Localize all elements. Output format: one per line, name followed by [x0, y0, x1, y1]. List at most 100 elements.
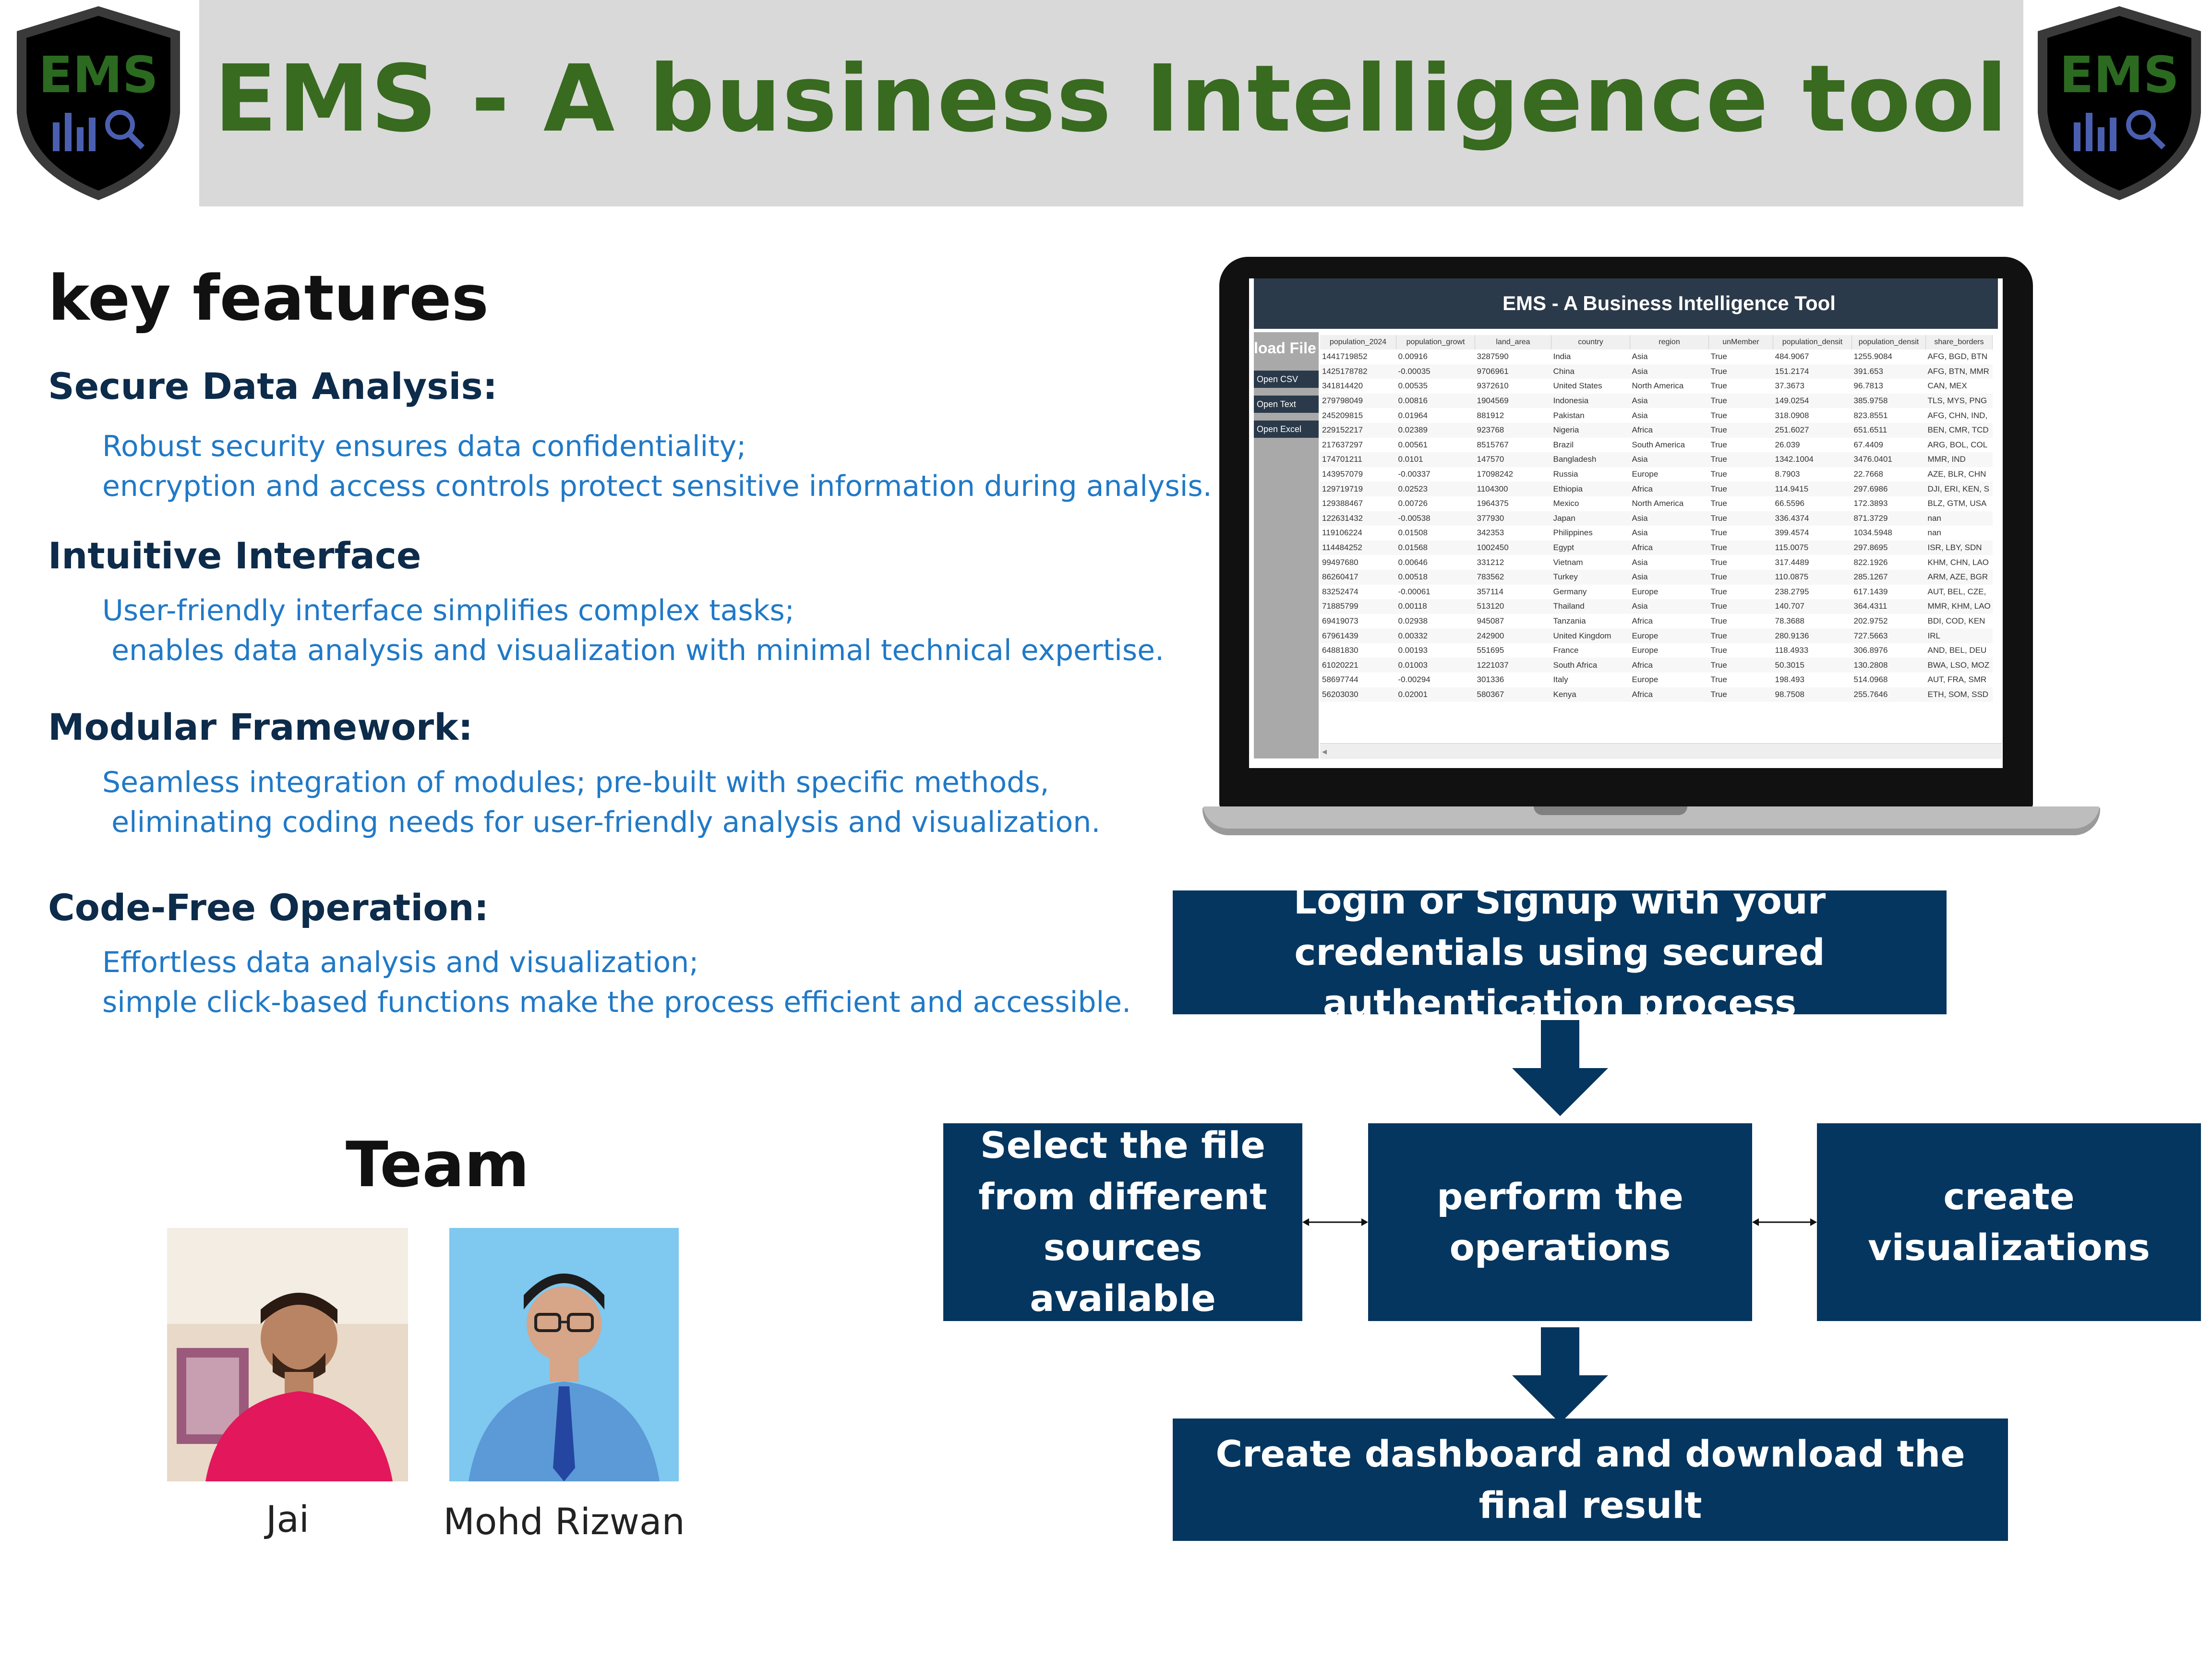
table-cell: 50.3015	[1773, 658, 1852, 673]
table-cell: 98.7508	[1773, 687, 1852, 702]
table-cell: 118.4933	[1775, 646, 1809, 655]
table-cell: Asia	[1632, 410, 1648, 420]
table-cell: 399.4574	[1775, 528, 1809, 538]
table-cell: -0.00337	[1398, 469, 1431, 479]
table-cell: True	[1708, 452, 1773, 467]
table-cell: True	[1708, 481, 1773, 496]
table-cell: 71885799	[1320, 599, 1396, 614]
table-cell: KHM, CHN, LAO	[1927, 557, 1989, 567]
table-cell: AND, BEL, DEU	[1927, 646, 1987, 655]
table-cell: 130.2808	[1851, 658, 1926, 673]
table-cell: 651.6511	[1851, 422, 1926, 438]
table-cell: 242900	[1475, 628, 1551, 643]
table-cell: 0.00535	[1398, 381, 1428, 391]
table-cell: 174701211	[1320, 452, 1396, 467]
table-column-header[interactable]: land_area	[1475, 335, 1551, 349]
table-cell: BWA, LSO, MOZ	[1925, 658, 1993, 673]
table-cell: 342353	[1477, 528, 1504, 538]
table-cell: True	[1710, 528, 1727, 538]
table-column-header[interactable]: population_densit	[1851, 335, 1926, 349]
open-excel-button[interactable]: Open Excel	[1254, 421, 1319, 438]
table-cell: 9372610	[1477, 381, 1509, 391]
arrow-down-icon	[1512, 1020, 1608, 1116]
table-cell: 0.02389	[1396, 422, 1475, 438]
table-column-header[interactable]: population_growt	[1396, 335, 1475, 349]
table-cell: True	[1708, 599, 1773, 614]
table-cell: 385.9758	[1851, 393, 1926, 409]
table-cell: Mexico	[1553, 499, 1579, 508]
table-cell: True	[1710, 410, 1727, 420]
member-name-jai: Jai	[265, 1498, 310, 1540]
table-cell: 617.1439	[1853, 587, 1888, 596]
table-cell: 513120	[1475, 599, 1551, 614]
table-cell: Asia	[1632, 557, 1648, 567]
table-cell: Asia	[1630, 393, 1709, 409]
table-cell: Africa	[1630, 422, 1709, 438]
table-cell: Bangladesh	[1551, 452, 1630, 467]
table-cell: 114.9415	[1773, 481, 1852, 496]
feature-line: enables data analysis and visualization …	[102, 634, 1165, 667]
table-column-header[interactable]: population_2024	[1320, 335, 1396, 349]
table-cell: True	[1708, 422, 1773, 438]
table-cell: True	[1708, 628, 1773, 643]
table-column-header[interactable]: share_borders	[1925, 335, 1993, 349]
table-cell: China	[1551, 364, 1630, 379]
table-cell: TLS, MYS, PNG	[1925, 393, 1993, 409]
table-cell: 0.00332	[1396, 628, 1475, 643]
table-cell: 37.3673	[1775, 381, 1804, 391]
table-column-header[interactable]: unMember	[1708, 335, 1773, 349]
table-cell: 0.02938	[1398, 616, 1428, 625]
table-column-header[interactable]: region	[1630, 335, 1709, 349]
table-cell: MMR, KHM, LAO	[1925, 599, 1993, 614]
scroll-left-icon[interactable]: ◂	[1322, 745, 1327, 757]
table-cell: True	[1710, 616, 1727, 625]
table-cell: Asia	[1632, 352, 1648, 361]
feature-heading-code-free: Code-Free Operation:	[48, 886, 489, 929]
table-cell: 0.00118	[1396, 599, 1475, 614]
table-cell: CAN, MEX	[1927, 381, 1967, 391]
table-cell: Africa	[1630, 481, 1709, 496]
table-cell: 238.2795	[1775, 587, 1809, 596]
app-title: EMS - A Business Intelligence Tool	[1503, 292, 1836, 314]
table-cell: 1441719852	[1322, 352, 1368, 361]
open-csv-button[interactable]: Open CSV	[1254, 371, 1319, 388]
table-cell: Vietnam	[1553, 557, 1583, 567]
open-text-button[interactable]: Open Text	[1254, 396, 1319, 413]
table-cell: Africa	[1632, 616, 1653, 625]
table-column-header[interactable]: country	[1551, 335, 1630, 349]
table-cell: 580367	[1475, 687, 1551, 702]
table-cell: Thailand	[1551, 599, 1630, 614]
horizontal-scrollbar[interactable]: ◂	[1320, 743, 2002, 759]
table-column-header[interactable]: population_densit	[1773, 335, 1852, 349]
logo-text-left: EMS	[38, 46, 158, 104]
table-cell: 0.00726	[1398, 499, 1428, 508]
table-cell: Nigeria	[1551, 422, 1630, 438]
table-cell: 484.9067	[1775, 352, 1809, 361]
table-cell: 64881830	[1322, 646, 1358, 655]
